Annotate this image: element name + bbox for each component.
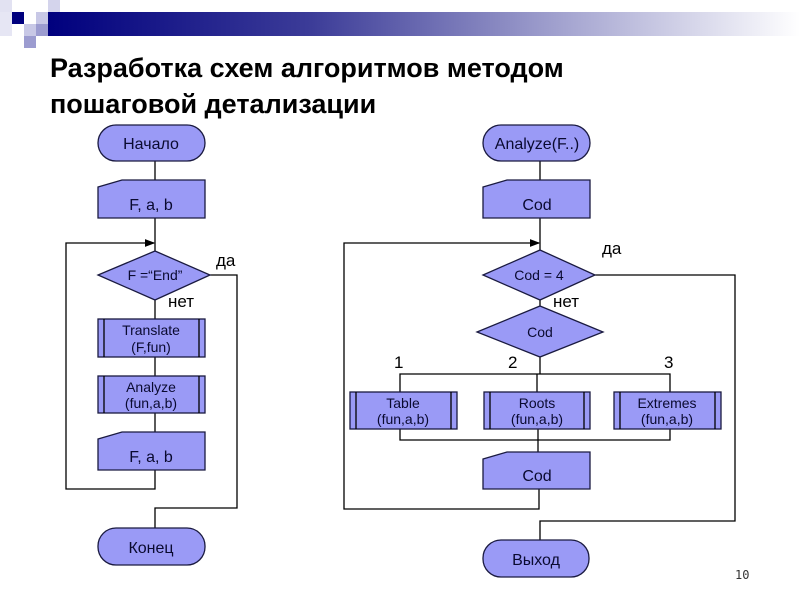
left-end-label: Конец — [128, 540, 173, 557]
decor-square — [24, 24, 36, 36]
decor-square — [36, 24, 48, 36]
left-end-terminal: Конец — [97, 527, 206, 566]
right-start-terminal: Analyze(F..) — [482, 124, 591, 162]
right-input-2-label: Cod — [522, 468, 551, 485]
right-yes-label: да — [602, 239, 622, 258]
left-input-2: F, a, b — [97, 431, 206, 471]
right-process-roots: Roots (fun,a,b) — [483, 391, 591, 430]
left-input-1-label: F, a, b — [129, 197, 173, 214]
left-process-analyze-line1: Analyze — [126, 379, 176, 395]
left-input-2-label: F, a, b — [129, 449, 173, 466]
left-flowchart: Начало F, a, b F =“End” да нет Translate… — [65, 124, 238, 566]
switch-branch-line — [399, 373, 671, 392]
right-start-label: Analyze(F..) — [495, 136, 579, 153]
header-bar — [48, 12, 800, 36]
loop-back-arrow — [343, 239, 541, 510]
title-line-1: Разработка схем алгоритмов методом — [50, 53, 564, 83]
right-switch-label: Cod — [527, 324, 553, 340]
right-process-table: Table (fun,a,b) — [349, 391, 458, 430]
left-process-analyze-line2: (fun,a,b) — [125, 395, 177, 411]
case-1-label: 1 — [394, 353, 403, 372]
right-end-label: Выход — [512, 552, 561, 569]
yes-branch-line — [154, 274, 238, 528]
right-process-extremes: Extremes (fun,a,b) — [613, 391, 722, 430]
decor-square — [0, 12, 12, 24]
right-switch-diamond: Cod — [475, 305, 605, 358]
case-2-label: 2 — [508, 353, 517, 372]
case-3-label: 3 — [664, 353, 673, 372]
left-condition-diamond: F =“End” — [96, 250, 212, 301]
right-process-roots-line1: Roots — [519, 395, 556, 411]
left-no-label: нет — [168, 292, 194, 311]
right-condition-label: Cod = 4 — [514, 267, 564, 283]
left-yes-label: да — [216, 251, 236, 270]
left-process-translate-line1: Translate — [122, 322, 180, 338]
decor-square — [24, 36, 36, 48]
decor-square — [12, 12, 24, 24]
right-process-extremes-line1: Extremes — [637, 395, 696, 411]
title-line-2: пошаговой детализации — [50, 89, 377, 119]
left-process-translate-line2: (F,fun) — [131, 339, 171, 355]
loop-back-arrow — [65, 239, 156, 490]
left-process-translate: Translate (F,fun) — [97, 318, 206, 358]
right-flowchart: Analyze(F..) Cod Cod = 4 да нет Cod 1 2 … — [343, 124, 736, 578]
slide-title: Разработка схем алгоритмов методом пошаг… — [50, 50, 564, 122]
left-process-analyze: Analyze (fun,a,b) — [97, 375, 206, 414]
left-start-terminal: Начало — [97, 124, 206, 162]
left-start-label: Начало — [123, 136, 179, 153]
right-no-label: нет — [553, 292, 579, 311]
right-input-1: Cod — [482, 179, 591, 219]
right-process-roots-line2: (fun,a,b) — [511, 411, 563, 427]
page-number: 10 — [735, 568, 750, 582]
decor-square — [0, 0, 12, 12]
left-input-1: F, a, b — [97, 179, 206, 219]
right-input-1-label: Cod — [522, 197, 551, 214]
right-end-terminal: Выход — [482, 539, 590, 578]
left-condition-label: F =“End” — [128, 267, 183, 283]
right-process-extremes-line2: (fun,a,b) — [641, 411, 693, 427]
right-process-table-line2: (fun,a,b) — [377, 411, 429, 427]
decor-square — [0, 24, 12, 36]
right-input-2: Cod — [482, 451, 591, 490]
right-condition-diamond: Cod = 4 — [481, 249, 597, 301]
decor-square — [36, 12, 48, 24]
decor-square — [48, 0, 60, 12]
merge-line — [399, 429, 671, 441]
yes-branch-line — [539, 274, 736, 540]
right-process-table-line1: Table — [386, 395, 420, 411]
